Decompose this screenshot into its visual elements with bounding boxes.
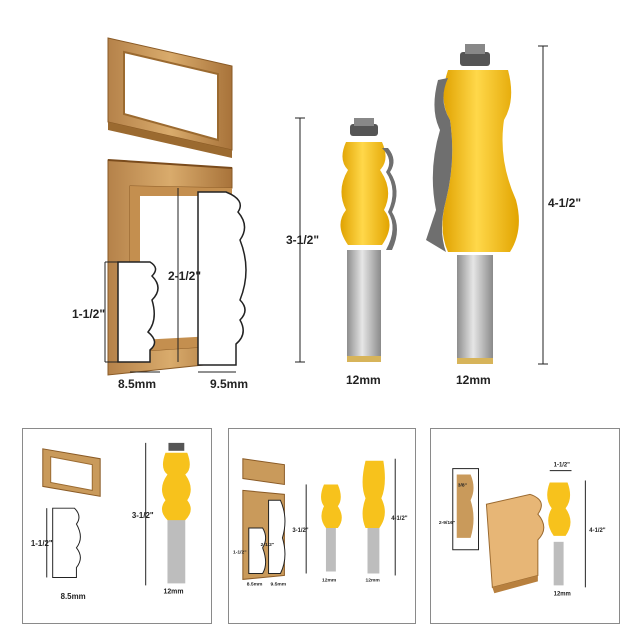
thumb1-height-label: 3-1/2": [132, 511, 154, 520]
thumbnail-2-image: [242, 458, 396, 580]
frame-dimension-lines: [104, 188, 236, 373]
thumb2-height-small-label: 3-1/2": [292, 528, 308, 534]
thumb1-shank-label: 12mm: [164, 588, 184, 595]
frame-width-left-label: 8.5mm: [118, 377, 156, 391]
thumb3-top-label: 1-1/2": [554, 463, 570, 469]
thumb3-inset-a-label: 3/8": [458, 482, 468, 488]
thumb2-dim-a-label: 1-1/2": [233, 550, 247, 556]
thumb1-profile-height-label: 1-1/2": [31, 539, 53, 548]
router-bit-large: [426, 44, 519, 364]
bit-small-height-dimension: [295, 117, 305, 363]
bit-small-height-label: 3-1/2": [286, 233, 319, 247]
thumbnail-3-image: [452, 468, 586, 594]
molding-profile-left: [117, 261, 159, 363]
main-product-image: 2-1/2" 1-1/2" 8.5mm 9.5mm 3-1/2" 12mm 4-…: [72, 37, 581, 391]
wood-frame-small: [107, 37, 233, 158]
bit-small-shank-label: 12mm: [346, 373, 381, 387]
thumbnail-2[interactable]: 3-1/2" 4-1/2" 1-1/2" 2-1/2" 8.5mm 9.5mm …: [228, 428, 416, 624]
bit-large-shank-label: 12mm: [456, 373, 491, 387]
frame-width-right-label: 9.5mm: [210, 377, 248, 391]
thumbnail-1-labels: 3-1/2" 1-1/2" 8.5mm 12mm: [31, 511, 184, 601]
thumbnail-1-image: [42, 442, 191, 586]
thumbnail-3-labels: 1-1/2" 4-1/2" 12mm 3/8" 2-9/16": [439, 463, 606, 598]
thumbnail-1[interactable]: 3-1/2" 1-1/2" 8.5mm 12mm: [22, 428, 212, 624]
router-bit-small: [340, 118, 397, 362]
frame-height-small-label: 1-1/2": [72, 307, 105, 321]
thumb1-profile-width-label: 8.5mm: [61, 592, 86, 601]
thumb3-height-label: 4-1/2": [589, 528, 605, 534]
thumb2-height-large-label: 4-1/2": [391, 516, 407, 522]
thumb3-inset-b-label: 2-9/16": [439, 520, 456, 526]
thumb2-dim-b-label: 2-1/2": [261, 542, 275, 548]
thumb2-shank1-label: 12mm: [322, 577, 337, 583]
frame-height-large-label: 2-1/2": [168, 269, 201, 283]
thumb2-shank2-label: 12mm: [366, 577, 381, 583]
thumbnail-2-labels: 3-1/2" 4-1/2" 1-1/2" 2-1/2" 8.5mm 9.5mm …: [233, 516, 408, 587]
molding-profile-right: [197, 191, 247, 366]
thumbnail-3[interactable]: 1-1/2" 4-1/2" 12mm 3/8" 2-9/16": [430, 428, 620, 624]
thumb2-w1-label: 8.5mm: [247, 581, 263, 587]
bit-large-height-dimension: [538, 45, 548, 365]
thumb3-shank-label: 12mm: [554, 591, 571, 597]
bit-large-height-label: 4-1/2": [548, 196, 581, 210]
thumb2-w2-label: 9.5mm: [271, 581, 287, 587]
